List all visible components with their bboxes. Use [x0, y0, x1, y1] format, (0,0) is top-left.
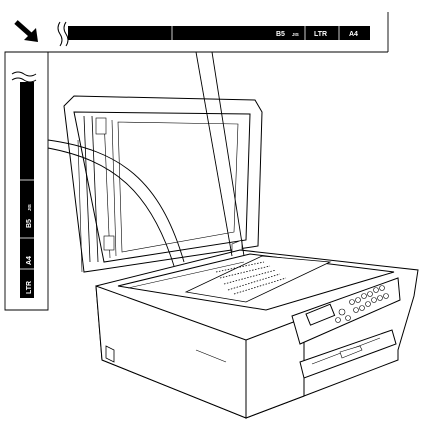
top-scale: B5 JIS LTR A4: [57, 21, 370, 47]
printer-body: [95, 249, 419, 419]
wavy-break-icon: [57, 21, 63, 47]
top-scale-label-a4: A4: [349, 31, 358, 38]
keypad: [335, 285, 389, 323]
scanner-lid: [63, 95, 263, 273]
top-scale-label-jis: JIS: [292, 32, 299, 37]
control-panel: [291, 277, 401, 345]
side-scale-label-b5: B5: [26, 219, 33, 228]
inset-frame: [4, 51, 49, 311]
side-scale-label-jis: JIS: [27, 204, 32, 211]
side-scale-label-a4: A4: [26, 256, 33, 265]
printer-illustration: [63, 95, 419, 419]
pointer-lines: [47, 51, 245, 267]
lcd-screen: [305, 303, 336, 326]
arrow-down-right-icon: [14, 20, 38, 42]
top-scale-label-b5: B5: [276, 31, 285, 38]
top-scale-bar: [68, 26, 370, 40]
side-scale-bar: [20, 82, 34, 298]
side-scale: B5 JIS A4 LTR: [11, 71, 37, 298]
top-scale-label-ltr: LTR: [314, 31, 327, 38]
side-scale-label-ltr: LTR: [26, 281, 33, 294]
